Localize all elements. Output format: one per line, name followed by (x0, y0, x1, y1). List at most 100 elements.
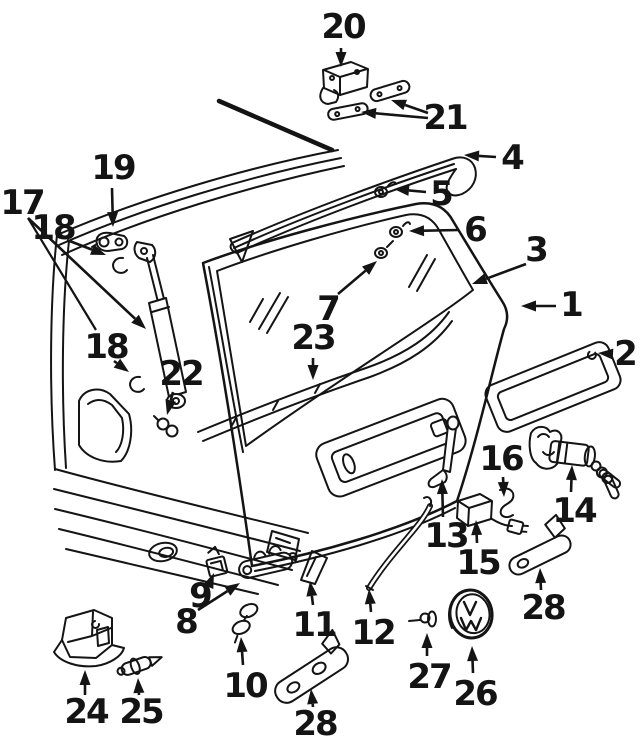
arrowhead-icon (203, 573, 214, 589)
bumper-line-2 (53, 488, 301, 552)
arrowhead-icon (364, 589, 376, 605)
callout-3[interactable]: 3 (472, 230, 549, 284)
callout-1[interactable]: 1 (521, 285, 584, 325)
callout-label-7: 7 (317, 289, 339, 329)
callout-13[interactable]: 13 (424, 479, 470, 556)
window-frame-inner (208, 266, 244, 453)
arrow-line (310, 595, 315, 606)
part-clamp-10 (231, 602, 259, 644)
part-bracket-28a (274, 628, 349, 704)
arrowhead-icon (90, 244, 106, 255)
callout-label-2: 2 (614, 334, 636, 374)
glass-shine (249, 254, 436, 334)
vw-logo-icon (459, 600, 483, 632)
callout-label-13: 13 (424, 516, 467, 556)
callout-label-15: 15 (456, 543, 500, 583)
arrowhead-icon (113, 358, 129, 372)
part-license-garnish (484, 341, 622, 433)
callout-label-8: 8 (175, 602, 197, 642)
arrowhead-icon (436, 479, 448, 495)
callout-28[interactable]: 28 (521, 568, 567, 628)
callout-23[interactable]: 23 (291, 318, 337, 380)
arrow-line (113, 359, 118, 365)
callout-26[interactable]: 26 (453, 646, 499, 714)
arrowhead-icon (472, 273, 488, 284)
callout-19[interactable]: 19 (91, 148, 137, 227)
weatherstrip-ticks (230, 383, 321, 428)
body-pillar-inner (61, 240, 70, 469)
callout-label-20: 20 (321, 7, 366, 47)
body-pillar-outer (50, 234, 58, 471)
arrowhead-icon (535, 568, 547, 584)
part-lock-actuator (456, 493, 529, 535)
roof-antenna (216, 98, 335, 153)
arrowhead-icon (133, 678, 145, 694)
arrowhead-icon (306, 581, 318, 597)
liftgate-art (197, 202, 509, 572)
part-bracket-28b (508, 513, 572, 576)
callout-4[interactable]: 4 (464, 138, 526, 178)
window-opening (216, 213, 474, 447)
callout-9[interactable]: 9 (189, 573, 214, 616)
arrow-line (27, 217, 136, 320)
callout-label-6: 6 (464, 210, 486, 250)
callout-2[interactable]: 2 (598, 334, 638, 374)
callout-27[interactable]: 27 (407, 633, 453, 697)
callout-16[interactable]: 16 (479, 439, 525, 497)
callout-label-27: 27 (407, 657, 450, 697)
arrowhead-icon (361, 107, 377, 119)
callout-15[interactable]: 15 (456, 520, 502, 583)
callout-24[interactable]: 24 (64, 670, 111, 732)
part-ball-stud (91, 231, 129, 252)
callout-8[interactable]: 8 (175, 583, 240, 642)
callout-20[interactable]: 20 (321, 7, 368, 67)
arrow-line (423, 228, 460, 232)
arrowhead-icon (335, 52, 347, 67)
callout-label-4: 4 (501, 138, 524, 178)
callout-14[interactable]: 14 (552, 465, 599, 531)
callout-17[interactable]: 17 (0, 183, 146, 331)
callout-25[interactable]: 25 (119, 678, 165, 732)
callout-18[interactable]: 18 (84, 327, 130, 372)
arrowhead-icon (565, 465, 577, 481)
callout-label-11: 11 (292, 605, 336, 645)
part-lock-cylinder (528, 425, 622, 500)
callout-label-26: 26 (453, 674, 497, 714)
callout-7[interactable]: 7 (317, 261, 377, 329)
callout-5[interactable]: 5 (394, 174, 454, 214)
arrowhead-icon (391, 99, 407, 111)
arrow-line (408, 189, 427, 194)
callout-label-1: 1 (560, 285, 582, 325)
part-release-lever (427, 415, 460, 489)
part-gas-strut (133, 241, 187, 409)
arrow-line (485, 262, 527, 281)
callout-6[interactable]: 6 (409, 210, 488, 250)
callout-12[interactable]: 12 (351, 589, 397, 653)
callout-label-19: 19 (91, 148, 135, 188)
arrow-line (441, 493, 445, 518)
callout-11[interactable]: 11 (292, 581, 338, 645)
part-fastener-5 (374, 181, 397, 198)
arrowhead-icon (107, 211, 119, 227)
callout-18[interactable]: 18 (31, 208, 106, 255)
callout-28[interactable]: 28 (293, 689, 339, 744)
part-plug-27 (408, 610, 437, 628)
callout-22[interactable]: 22 (159, 354, 205, 415)
arrow-line (404, 103, 429, 115)
part-grommet-22 (153, 415, 179, 438)
part-fastener-7 (374, 240, 394, 259)
pillar-gusset (229, 230, 254, 263)
callout-label-5: 5 (430, 174, 452, 214)
callout-10[interactable]: 10 (223, 637, 270, 706)
callout-label-10: 10 (223, 666, 268, 706)
bumper-line-1 (54, 468, 309, 534)
part-fastener-6 (389, 221, 411, 238)
callout-21[interactable]: 21 (361, 98, 469, 138)
callout-label-16: 16 (479, 439, 523, 479)
part-clip-18b (129, 375, 145, 393)
callout-label-12: 12 (351, 613, 394, 653)
callout-label-14: 14 (552, 491, 597, 531)
part-shim-21b (327, 102, 369, 121)
weatherstrip-line-2 (202, 320, 453, 442)
